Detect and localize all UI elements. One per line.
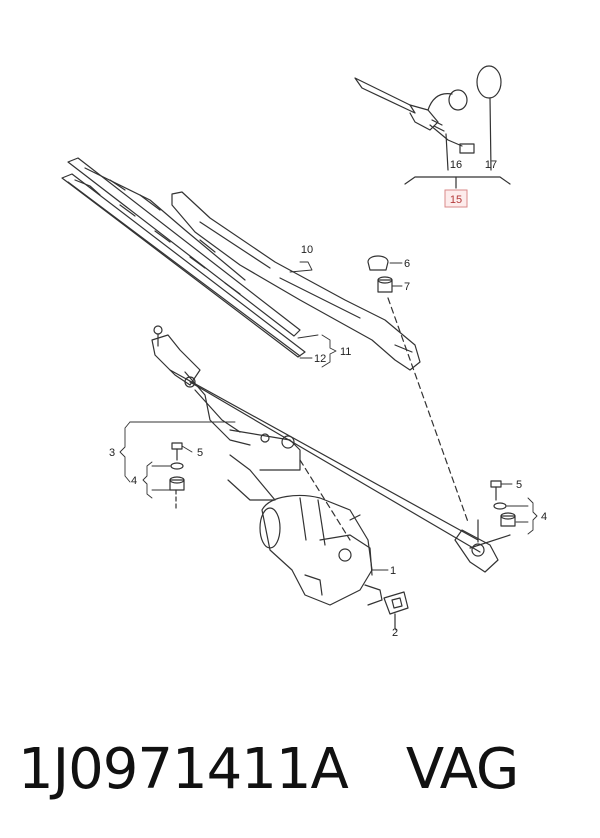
connector-2 <box>383 591 409 629</box>
washer-4-left <box>170 462 184 470</box>
callout-4-right: 4 <box>541 511 547 523</box>
callout-10: 10 <box>301 244 313 256</box>
brand-name: VAG <box>405 737 519 802</box>
wiper-blade-11 <box>67 157 301 337</box>
part-number: 1J0971411A <box>18 737 349 802</box>
nut-4-right <box>500 512 516 527</box>
grouping-bracket-15 <box>404 97 511 189</box>
highlight-box-15 <box>444 189 468 208</box>
nut-4-left <box>169 476 185 491</box>
assembly-axis-line-motor <box>299 459 351 541</box>
wiper-linkage-3 <box>151 325 511 573</box>
bolt-5-right <box>490 480 502 501</box>
callout-5-right: 5 <box>516 479 522 491</box>
assembly-axis-line <box>387 297 469 523</box>
wiper-arm-10 <box>171 191 421 371</box>
callout-7: 7 <box>404 281 410 293</box>
callout-11: 11 <box>340 346 351 358</box>
cap-6 <box>367 255 389 271</box>
callout-15: 15 <box>450 194 462 206</box>
callout-4-left: 4 <box>131 475 137 487</box>
wiring-harness-detail <box>354 65 502 154</box>
callout-3: 3 <box>109 447 115 459</box>
leader-lines <box>119 261 538 631</box>
callout-12: 12 <box>314 353 326 365</box>
nut-7 <box>377 276 393 293</box>
callout-5-left: 5 <box>197 447 203 459</box>
callout-1: 1 <box>390 565 396 577</box>
callout-6: 6 <box>404 258 410 270</box>
wiper-motor-1 <box>259 494 383 606</box>
callout-2: 2 <box>392 627 398 639</box>
footer-caption: 1J0971411A VAG <box>18 735 588 805</box>
wiper-blade-12 <box>61 173 306 358</box>
exploded-parts-diagram: 16 17 15 10 6 7 11 12 3 5 4 5 4 1 2 <box>61 65 547 639</box>
washer-4-right <box>493 502 507 510</box>
callout-16: 16 <box>450 159 462 171</box>
callout-17: 17 <box>485 159 497 171</box>
bolt-5-left <box>171 442 183 461</box>
